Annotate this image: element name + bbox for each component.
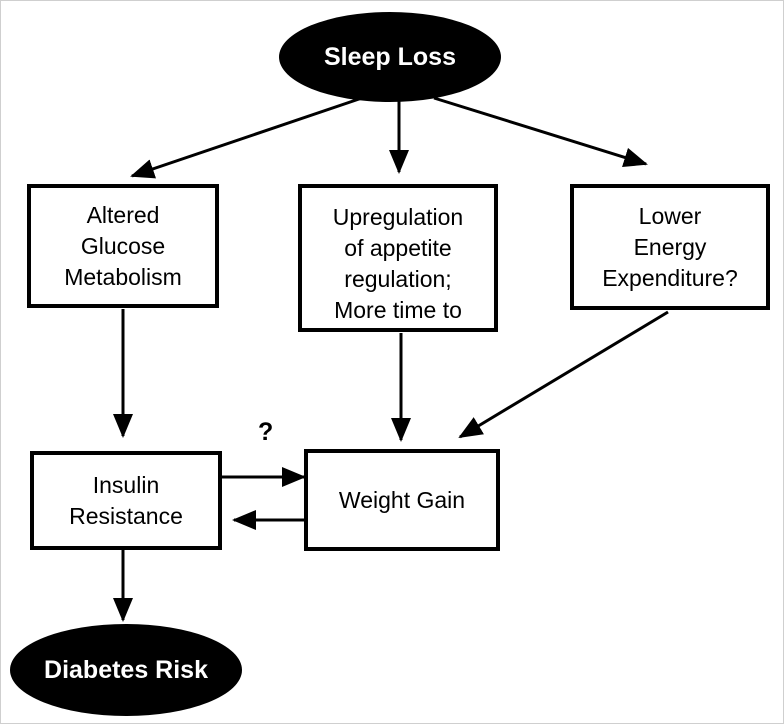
node-diabetes-risk: Diabetes Risk (10, 624, 242, 716)
node-lower-energy-line-2: Energy (633, 233, 707, 260)
node-altered-glucose-line-1: Altered (86, 201, 160, 228)
node-appetite-line-1: Upregulation (332, 204, 464, 230)
node-appetite-line-3: regulation; (344, 266, 452, 292)
node-insulin-line-1: Insulin (92, 471, 160, 498)
node-appetite-regulation: Upregulation of appetite regulation; Mor… (298, 184, 498, 332)
arrow-sleep-to-energy (433, 96, 648, 168)
node-altered-glucose: Altered Glucose Metabolism (27, 184, 219, 308)
node-insulin-resistance: Insulin Resistance (30, 451, 222, 550)
node-altered-glucose-line-3: Metabolism (64, 263, 182, 290)
node-appetite-line-2: of appetite (344, 235, 452, 261)
node-appetite-line-4: More time to (334, 297, 462, 323)
node-lower-energy: Lower Energy Expenditure? (570, 184, 770, 310)
question-mark-label: ? (258, 418, 274, 446)
arrow-sleep-to-glucose (130, 96, 363, 179)
node-sleep-loss-label: Sleep Loss (324, 42, 456, 71)
node-altered-glucose-line-2: Glucose (80, 232, 166, 259)
node-sleep-loss: Sleep Loss (279, 12, 501, 102)
node-lower-energy-line-1: Lower (638, 202, 702, 229)
node-diabetes-risk-label: Diabetes Risk (44, 655, 208, 684)
node-weight-gain: Weight Gain (304, 449, 500, 551)
arrow-energy-to-weight (458, 310, 669, 439)
node-lower-energy-line-3: Expenditure? (602, 264, 738, 291)
node-insulin-line-2: Resistance (69, 502, 183, 529)
node-weight-gain-label: Weight Gain (338, 486, 466, 513)
